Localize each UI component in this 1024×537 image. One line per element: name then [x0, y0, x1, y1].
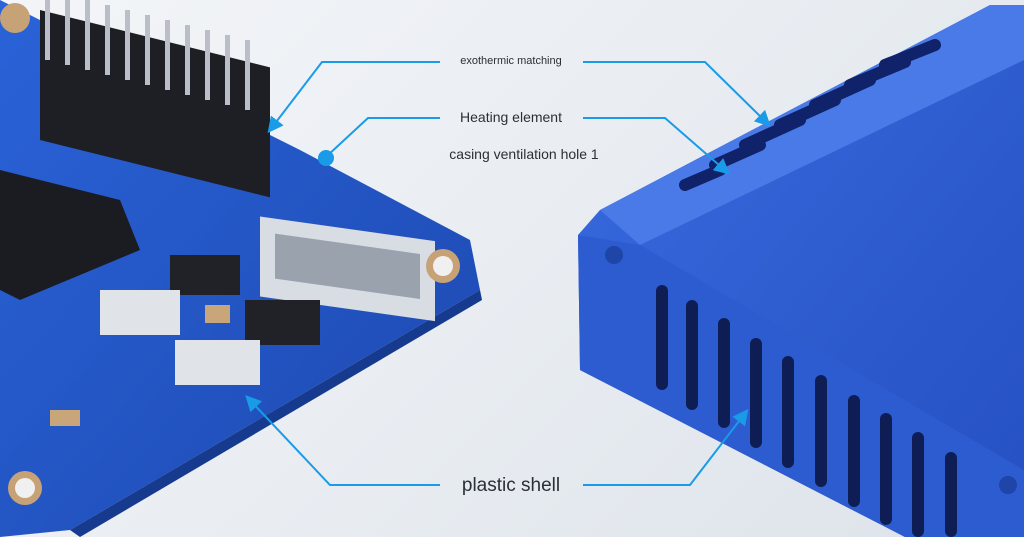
callout-heating-right: [583, 117, 731, 175]
label-casing-ventilation-hole: casing ventilation hole 1: [449, 146, 599, 162]
callout-exothermic-left: [267, 61, 440, 134]
callout-lines: [245, 61, 771, 486]
callout-dot: [318, 150, 334, 166]
label-heating-element: Heating element: [460, 109, 562, 125]
circuit-board: [0, 0, 482, 537]
callout-exothermic-right: [583, 61, 771, 127]
label-plastic-shell: plastic shell: [461, 475, 561, 496]
casing-box: [578, 5, 1024, 537]
label-exothermic-matching: exothermic matching: [460, 55, 562, 67]
callout-shell-right: [583, 408, 749, 486]
callout-shell-left: [245, 395, 440, 486]
callout-heating-left: [326, 117, 440, 157]
